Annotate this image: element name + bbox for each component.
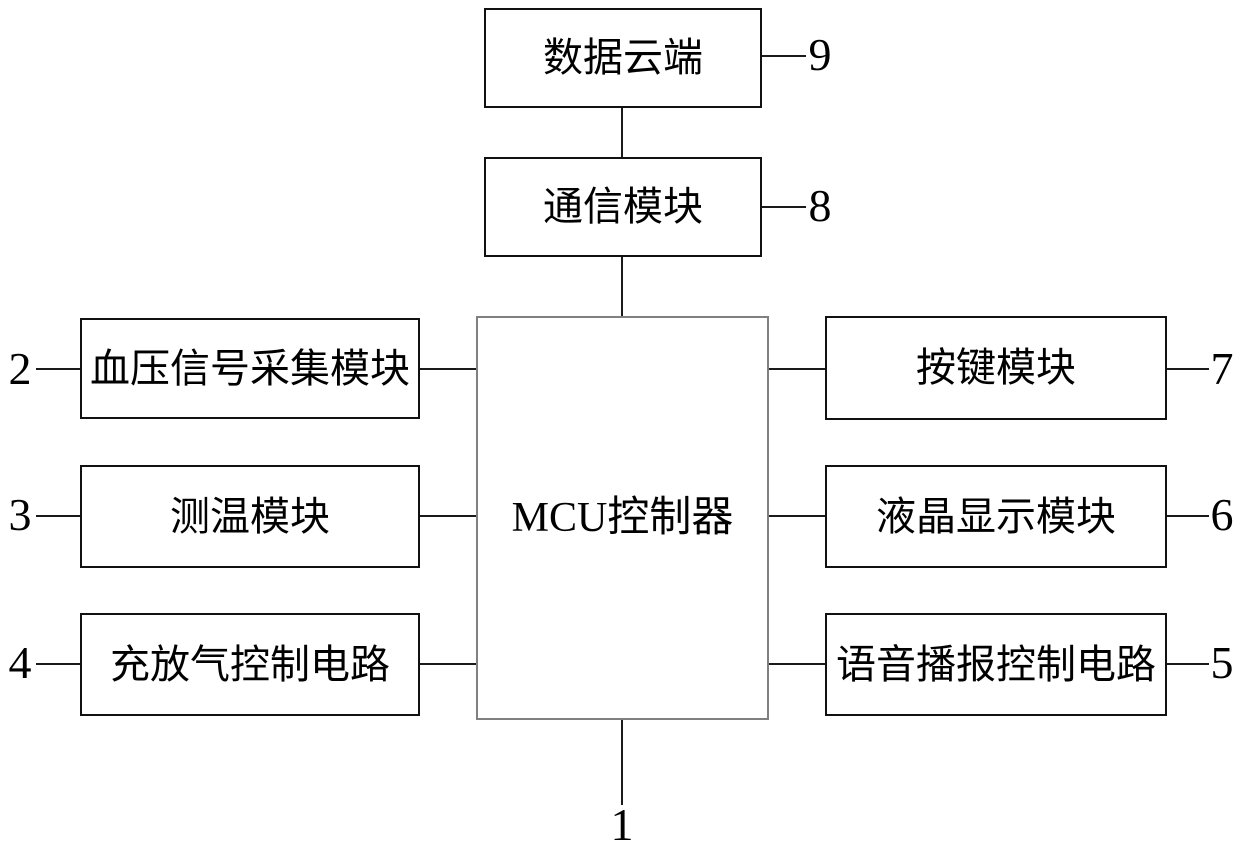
leader-line-ref-5 [1167, 663, 1209, 665]
node-temperature-measurement-module: 测温模块 [80, 465, 420, 568]
ref-number-8: 8 [808, 180, 832, 231]
node-voice-broadcast-control-circuit: 语音播报控制电路 [825, 613, 1167, 716]
ref-number-9: 9 [808, 29, 832, 80]
node-data-cloud-label: 数据云端 [543, 35, 703, 80]
node-blood-pressure-signal-acquisition-module: 血压信号采集模块 [80, 318, 420, 419]
edge-mcu-to-keys [769, 368, 825, 370]
ref-number-5: 5 [1210, 637, 1234, 688]
ref-number-7: 7 [1210, 343, 1234, 394]
node-key-button-module: 按键模块 [825, 316, 1167, 420]
node-key-button-module-label: 按键模块 [916, 345, 1076, 390]
node-lcd-display-module-label: 液晶显示模块 [876, 493, 1116, 539]
ref-number-6: 6 [1210, 489, 1234, 540]
leader-line-ref-8 [762, 206, 806, 208]
leader-line-ref-2 [36, 368, 80, 370]
edge-cloud-to-comm [621, 108, 623, 157]
ref-number-4: 4 [8, 637, 32, 688]
ref-number-1: 1 [610, 799, 634, 848]
edge-temp-to-mcu [420, 515, 476, 517]
ref-number-2: 2 [8, 343, 32, 394]
edge-mcu-to-lcd [769, 515, 825, 517]
node-data-cloud: 数据云端 [484, 8, 762, 108]
ref-number-3: 3 [8, 489, 32, 540]
node-communication-module-label: 通信模块 [543, 184, 703, 229]
leader-line-ref-9 [762, 55, 806, 57]
edge-bp-to-mcu [420, 368, 476, 370]
node-mcu-controller-label: MCU控制器 [511, 495, 734, 541]
edge-comm-to-mcu [621, 257, 623, 316]
node-inflation-deflation-control-circuit: 充放气控制电路 [80, 613, 420, 716]
node-lcd-display-module: 液晶显示模块 [825, 465, 1167, 568]
leader-line-ref-4 [36, 663, 80, 665]
edge-inflate-to-mcu [420, 663, 476, 665]
leader-line-ref-3 [36, 515, 80, 517]
leader-line-ref-6 [1167, 515, 1209, 517]
node-inflation-deflation-control-circuit-label: 充放气控制电路 [110, 641, 390, 687]
node-temperature-measurement-module-label: 测温模块 [170, 493, 330, 539]
node-communication-module: 通信模块 [484, 157, 762, 257]
leader-line-ref-1 [621, 720, 623, 805]
edge-mcu-to-voice [769, 663, 825, 665]
node-voice-broadcast-control-circuit-label: 语音播报控制电路 [836, 641, 1156, 687]
node-mcu-controller: MCU控制器 [476, 316, 769, 720]
node-blood-pressure-signal-acquisition-module-label: 血压信号采集模块 [90, 345, 410, 391]
leader-line-ref-7 [1167, 368, 1209, 370]
